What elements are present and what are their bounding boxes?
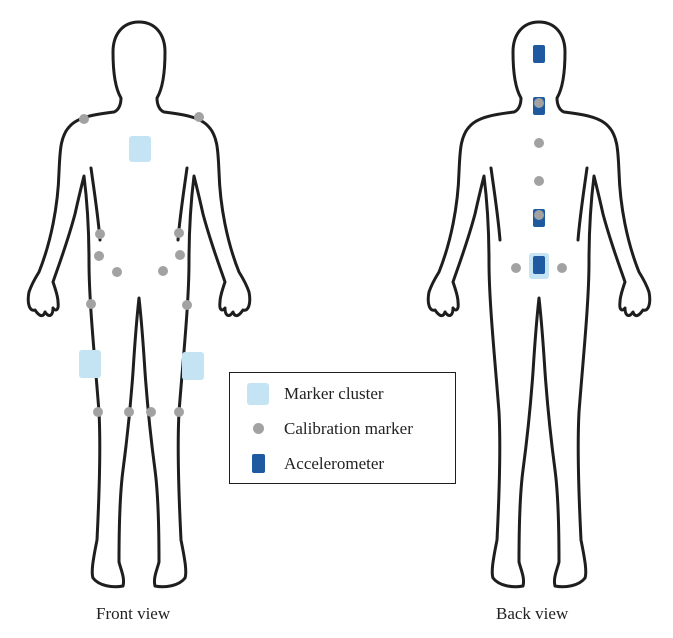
right-knee-medial-calibration-marker	[124, 407, 134, 417]
right-thigh-marker-cluster	[79, 350, 101, 378]
right-shoulder-calibration-marker	[79, 114, 89, 124]
upper-back-calibration-marker	[534, 98, 544, 108]
right-elbow-calibration-marker	[94, 251, 104, 261]
legend-item-calibration-marker: Calibration marker	[230, 417, 455, 443]
front-view-body	[26, 20, 252, 589]
right-knee-lateral-calibration-marker	[93, 407, 103, 417]
back-view-body	[426, 20, 652, 589]
front-markers	[79, 112, 204, 417]
legend-label-calibration-marker: Calibration marker	[284, 419, 413, 438]
calibration-marker-swatch	[253, 423, 264, 434]
back-view-caption: Back view	[496, 604, 569, 623]
left-shoulder-calibration-marker	[194, 112, 204, 122]
left-knee-lateral-calibration-marker	[174, 407, 184, 417]
lumbar-calibration-marker	[534, 210, 544, 220]
neck-accelerometer	[533, 45, 545, 63]
legend-label-marker-cluster: Marker cluster	[284, 384, 384, 403]
left-upper-arm-calibration-marker	[174, 228, 184, 238]
back-left-arm-inner-line	[489, 166, 502, 242]
right-hip-calibration-marker	[112, 267, 122, 277]
left-elbow-calibration-marker	[175, 250, 185, 260]
left-pelvis-calibration-marker	[557, 263, 567, 273]
right-wrist-calibration-marker	[86, 299, 96, 309]
accelerometer-swatch	[252, 454, 265, 473]
pelvis-accelerometer	[533, 256, 545, 274]
mid-back-calibration-marker	[534, 138, 544, 148]
legend-label-accelerometer: Accelerometer	[284, 454, 385, 473]
right-pelvis-calibration-marker	[511, 263, 521, 273]
left-thigh-marker-cluster	[182, 352, 204, 380]
back-right-arm-inner-line	[576, 166, 589, 242]
legend-item-accelerometer: Accelerometer	[230, 452, 455, 478]
left-knee-medial-calibration-marker	[146, 407, 156, 417]
front-body-outline	[26, 20, 252, 589]
marker-cluster-swatch	[247, 383, 269, 405]
left-hip-calibration-marker	[158, 266, 168, 276]
chest-marker-cluster	[129, 136, 151, 162]
left-wrist-calibration-marker	[182, 300, 192, 310]
right-upper-arm-calibration-marker	[95, 229, 105, 239]
legend-item-marker-cluster: Marker cluster	[230, 382, 455, 408]
front-view-caption: Front view	[96, 604, 171, 623]
back-markers	[511, 45, 567, 279]
legend: Marker cluster Calibration marker Accele…	[229, 372, 456, 484]
lower-back-calibration-marker	[534, 176, 544, 186]
